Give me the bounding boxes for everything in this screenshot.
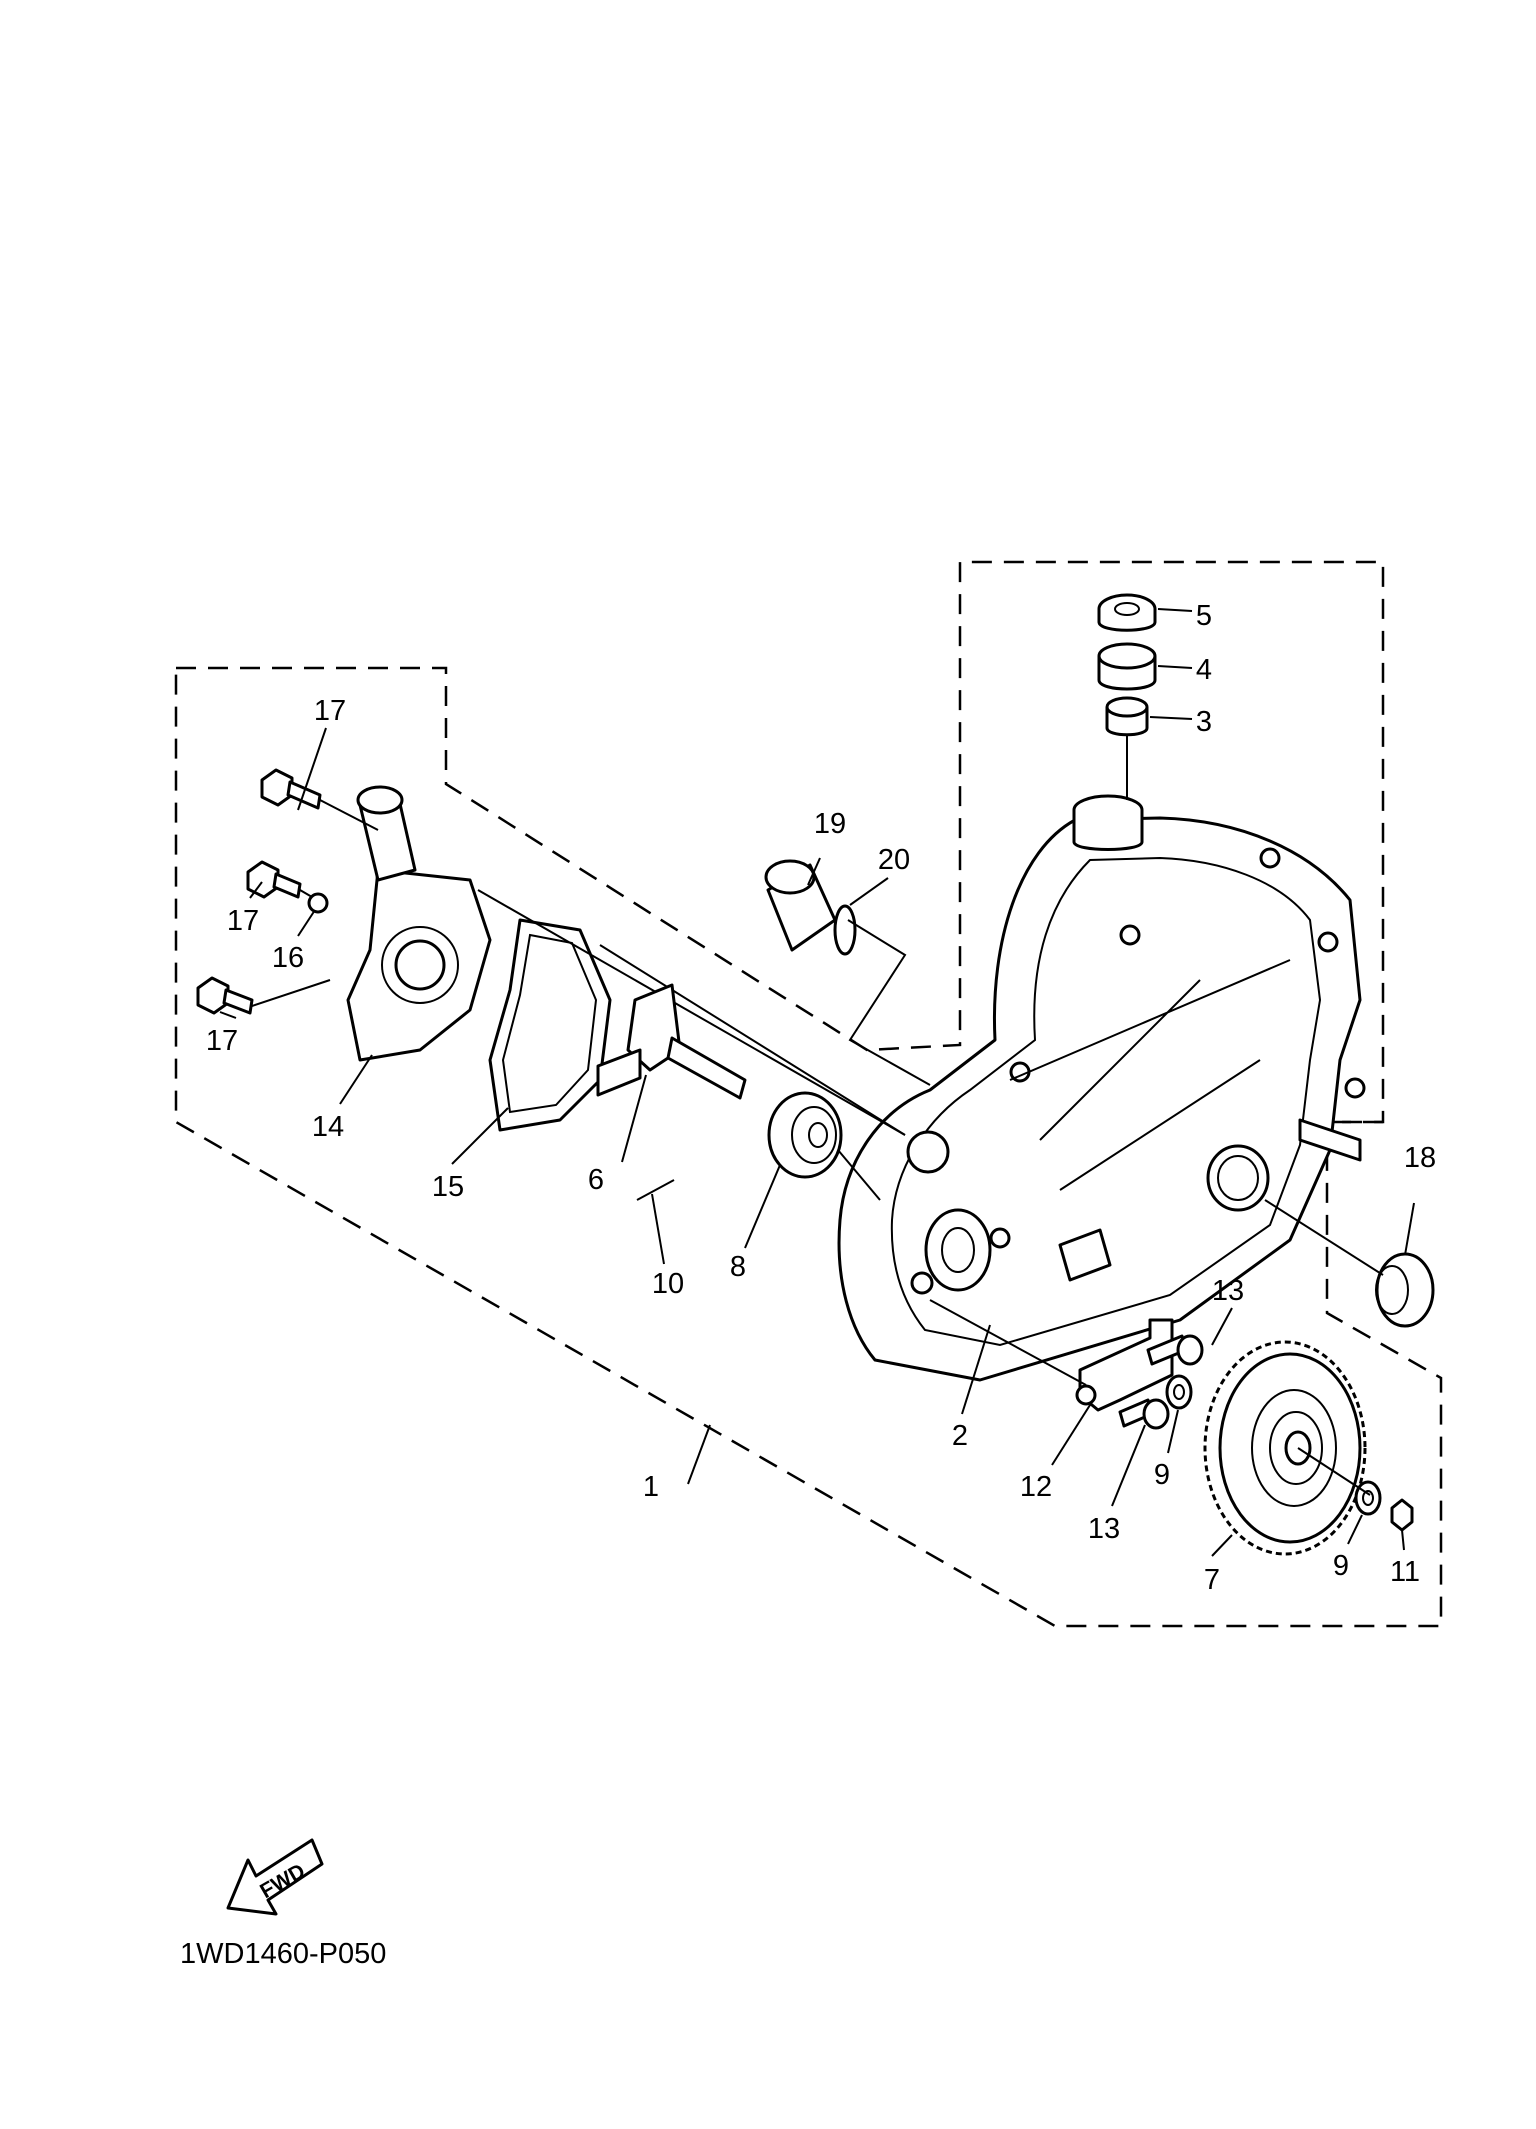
callout-12: 12: [1020, 1471, 1052, 1503]
callout-17-mid: 17: [227, 905, 259, 937]
callout-3: 3: [1196, 706, 1212, 738]
washer-9-right: [1354, 1480, 1382, 1516]
callout-9-left: 9: [1154, 1459, 1170, 1491]
gear-group: [929, 1299, 1414, 1556]
diagram-code: 1WD1460-P050: [180, 1938, 386, 1970]
bolt-17-top: [260, 768, 322, 810]
callout-13-lower: 13: [1088, 1513, 1120, 1545]
impeller-group: [596, 983, 881, 1201]
seal-18: [1264, 1199, 1435, 1328]
callout-19: 19: [814, 808, 846, 840]
callout-14: 14: [312, 1111, 344, 1143]
callout-16: 16: [272, 942, 304, 974]
callout-20: 20: [878, 844, 910, 876]
callout-leaders: [219, 608, 1415, 1557]
washer-9-left: [1165, 1374, 1193, 1410]
bolt-13-upper: [1146, 1334, 1204, 1366]
nut-11: [1390, 1498, 1414, 1532]
bearing-8: [767, 1091, 843, 1179]
callout-18: 18: [1404, 1142, 1436, 1174]
bolt-17-bottom: [196, 976, 254, 1015]
gear-7: [1203, 1340, 1367, 1556]
bearing-stack: [1097, 593, 1157, 800]
callout-7: 7: [1204, 1564, 1220, 1596]
assembly-boundaries: [174, 560, 1443, 1628]
callout-4: 4: [1196, 654, 1212, 686]
callout-6: 6: [588, 1164, 604, 1196]
fwd-arrow-icon: [226, 1838, 324, 1916]
callout-11: 11: [1390, 1556, 1420, 1588]
callout-10: 10: [652, 1268, 684, 1300]
bolt-13-lower: [1118, 1398, 1170, 1430]
water-pump-group: [196, 768, 906, 1136]
impeller-6: [626, 983, 682, 1072]
callout-17-bottom: 17: [206, 1025, 238, 1057]
callout-15: 15: [432, 1171, 464, 1203]
o-ring-20: [833, 904, 857, 956]
callout-17-top: 17: [314, 695, 346, 727]
callout-1: 1: [643, 1471, 659, 1503]
callout-9-right: 9: [1333, 1550, 1349, 1582]
callout-8: 8: [730, 1251, 746, 1283]
plug-group: [764, 859, 931, 1086]
callout-2: 2: [952, 1420, 968, 1452]
forward-direction-indicator: FWD: [226, 1838, 324, 1916]
callout-13-upper: 13: [1212, 1275, 1244, 1307]
pin-10: [636, 1179, 675, 1201]
bolt-17-mid: [246, 860, 302, 899]
crankcase-cover: [837, 794, 1366, 1382]
washer-16: [307, 892, 329, 914]
callout-5: 5: [1196, 600, 1212, 632]
callout-labels: 1 2 3 4 5 6 7 8 9 9 10 11 12 13 13 14 15…: [206, 600, 1436, 1596]
